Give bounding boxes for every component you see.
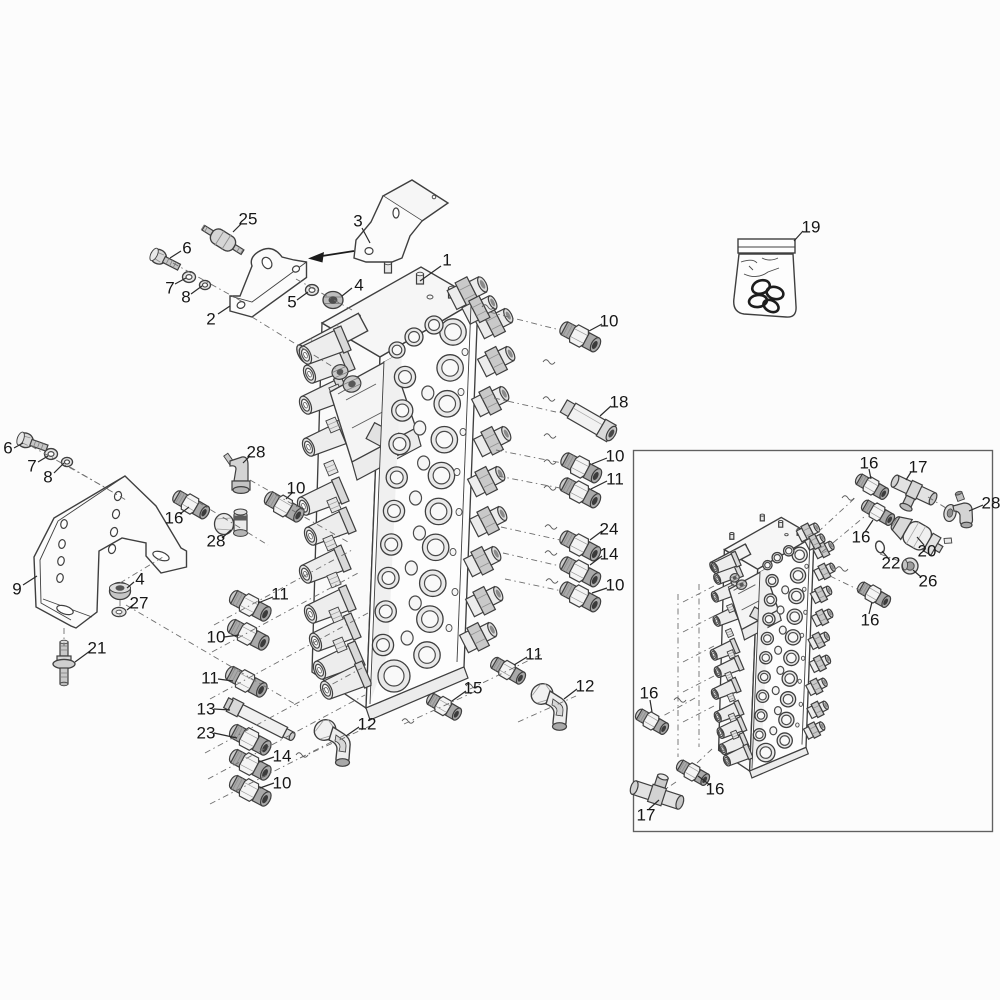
svg-text:23: 23 — [197, 723, 216, 742]
svg-text:17: 17 — [909, 457, 928, 476]
svg-text:10: 10 — [606, 446, 625, 465]
svg-text:15: 15 — [464, 678, 483, 697]
svg-text:10: 10 — [606, 575, 625, 594]
svg-text:16: 16 — [706, 779, 725, 798]
svg-text:11: 11 — [525, 644, 543, 663]
svg-text:7: 7 — [27, 456, 36, 475]
svg-text:4: 4 — [135, 569, 144, 588]
svg-text:10: 10 — [287, 478, 306, 497]
svg-text:16: 16 — [861, 610, 880, 629]
svg-text:13: 13 — [197, 699, 216, 718]
svg-text:11: 11 — [201, 668, 219, 687]
svg-text:28: 28 — [247, 442, 266, 461]
svg-text:12: 12 — [358, 714, 377, 733]
svg-text:12: 12 — [576, 676, 595, 695]
svg-text:14: 14 — [600, 544, 619, 563]
svg-text:22: 22 — [882, 553, 901, 572]
svg-text:28: 28 — [207, 531, 226, 550]
svg-text:6: 6 — [3, 438, 12, 457]
svg-text:16: 16 — [640, 683, 659, 702]
svg-text:2: 2 — [206, 309, 215, 328]
svg-text:8: 8 — [43, 467, 52, 486]
svg-text:21: 21 — [88, 638, 107, 657]
svg-text:16: 16 — [852, 527, 871, 546]
svg-text:9: 9 — [12, 579, 21, 598]
svg-text:14: 14 — [273, 746, 292, 765]
svg-text:26: 26 — [919, 571, 938, 590]
svg-text:4: 4 — [354, 275, 363, 294]
svg-text:3: 3 — [353, 211, 362, 230]
svg-text:19: 19 — [802, 217, 821, 236]
svg-text:28: 28 — [982, 493, 1000, 512]
svg-text:11: 11 — [606, 469, 624, 488]
svg-text:8: 8 — [181, 287, 190, 306]
svg-text:10: 10 — [207, 627, 226, 646]
svg-text:18: 18 — [610, 392, 629, 411]
svg-text:24: 24 — [600, 519, 619, 538]
svg-text:5: 5 — [287, 292, 296, 311]
svg-text:27: 27 — [130, 593, 149, 612]
svg-text:16: 16 — [165, 508, 184, 527]
svg-text:17: 17 — [637, 805, 656, 824]
svg-text:20: 20 — [918, 541, 937, 560]
svg-text:25: 25 — [239, 209, 258, 228]
svg-text:7: 7 — [165, 278, 174, 297]
svg-text:10: 10 — [600, 311, 619, 330]
svg-text:10: 10 — [273, 773, 292, 792]
svg-text:6: 6 — [182, 238, 191, 257]
svg-text:16: 16 — [860, 453, 879, 472]
svg-text:11: 11 — [271, 584, 289, 603]
svg-text:1: 1 — [442, 250, 451, 269]
